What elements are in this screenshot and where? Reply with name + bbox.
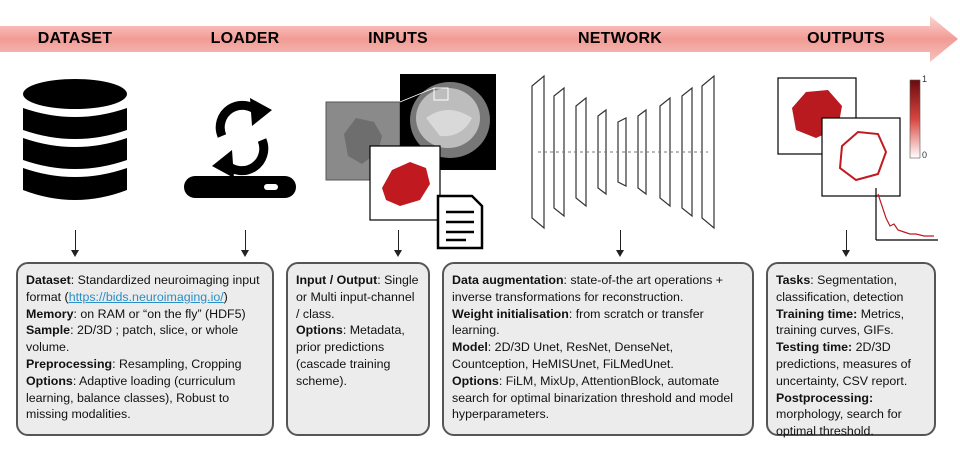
network-options-description: Options: FiLM, MixUp, AttentionBlock, au… xyxy=(452,373,734,422)
connector-loader xyxy=(245,230,246,250)
dataset-loader-description-box: Dataset: Standardized neuroimaging input… xyxy=(16,262,274,436)
memory-description: Memory: on RAM or “on the fly” (HDF5) xyxy=(26,306,246,321)
augmentation-description: Data augmentation: state-of-the art oper… xyxy=(452,273,723,304)
bids-link[interactable]: https://bids.neuroimaging.io/ xyxy=(68,289,224,304)
connector-network xyxy=(620,230,621,250)
dataset-label: Dataset xyxy=(26,273,71,287)
connector-outputs xyxy=(846,230,847,250)
network-description-box: Data augmentation: state-of-the art oper… xyxy=(442,262,754,436)
outputs-description-box: Tasks: Segmentation, classification, det… xyxy=(766,262,936,438)
arrow-down-icon xyxy=(71,250,79,257)
output-results-illustration xyxy=(777,77,938,241)
connector-dataset xyxy=(75,230,76,250)
weight-init-description: Weight initialisation: from scratch or t… xyxy=(452,306,704,338)
arrow-down-icon xyxy=(616,250,624,257)
stage-title-loader: LOADER xyxy=(210,30,280,47)
colorbar-max-label: 1 xyxy=(922,74,928,84)
dataset-options-description: Options: Adaptive loading (curriculum le… xyxy=(26,373,236,422)
training-time-description: Training time: Metrics, training curves,… xyxy=(776,306,905,338)
stage-title-dataset: DATASET xyxy=(37,30,113,47)
tasks-description: Tasks: Segmentation, classification, det… xyxy=(776,273,904,304)
arrow-down-icon xyxy=(842,250,850,257)
stage-title-inputs: INPUTS xyxy=(368,30,428,47)
model-description: Model: 2D/3D Unet, ResNet, DenseNet, Cou… xyxy=(452,340,674,371)
input-images-illustration xyxy=(325,74,496,250)
database-icon xyxy=(23,79,127,200)
colorbar-min-label: 0 xyxy=(922,150,928,160)
connector-inputs xyxy=(398,230,399,250)
inputs-options-description: Options: Metadata, prior predictions (ca… xyxy=(296,323,405,388)
inputs-description-box: Input / Output: Single or Multi input-ch… xyxy=(286,262,430,436)
pipeline-banner-arrow xyxy=(0,16,958,62)
unet-network-illustration xyxy=(531,74,715,230)
sample-description: Sample: 2D/3D ; patch, slice, or whole v… xyxy=(26,323,239,355)
dataset-description: Dataset: Standardized neuroimaging input… xyxy=(26,273,260,304)
postprocessing-description: Postprocessing: morphology, search for o… xyxy=(776,390,902,439)
preprocessing-description: Preprocessing: Resampling, Cropping xyxy=(26,356,242,371)
stage-title-outputs: OUTPUTS xyxy=(807,30,885,47)
arrow-down-icon xyxy=(394,250,402,257)
io-description: Input / Output: Single or Multi input-ch… xyxy=(296,273,419,321)
arrow-down-icon xyxy=(241,250,249,257)
testing-time-description: Testing time: 2D/3D predictions, measure… xyxy=(776,340,911,388)
refresh-loader-icon xyxy=(184,98,296,198)
stage-title-network: NETWORK xyxy=(577,30,663,47)
